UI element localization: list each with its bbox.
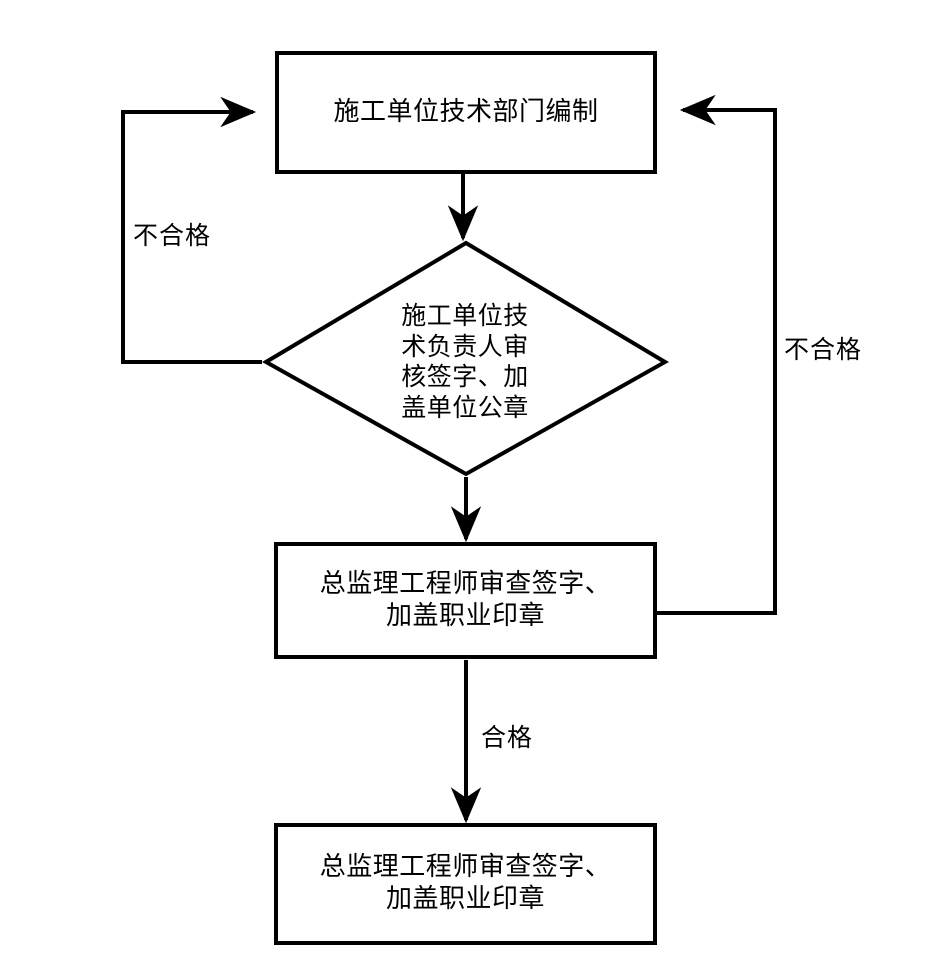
edge-review-to-prepare-loop [657, 94, 777, 615]
node-prepare-shape [275, 51, 657, 174]
node-approve-shape [274, 823, 657, 945]
edge-decision-to-prepare-loop [121, 96, 262, 364]
node-review-shape [274, 542, 657, 659]
node-decision-shape [262, 240, 669, 477]
